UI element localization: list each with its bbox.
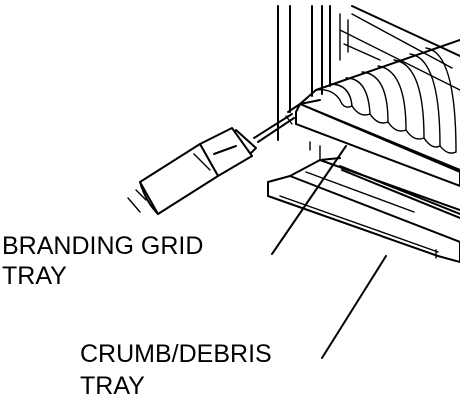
crumb-debris-tray-label-line1: CRUMB/DEBRIS <box>80 340 272 368</box>
screwdriver-icon <box>127 113 295 215</box>
branding-grid-tray-label-line1: BRANDING GRID <box>2 232 203 260</box>
cabinet-frame <box>277 5 460 141</box>
crumb-debris-tray-label-line2: TRAY <box>80 372 145 400</box>
branding-grid-tray-leader <box>271 145 347 255</box>
crumb-debris-tray <box>267 157 460 263</box>
crumb-debris-tray-leader <box>321 255 387 359</box>
branding-grid-tray <box>295 99 460 187</box>
branding-grid-tray-label-line2: TRAY <box>2 262 67 290</box>
